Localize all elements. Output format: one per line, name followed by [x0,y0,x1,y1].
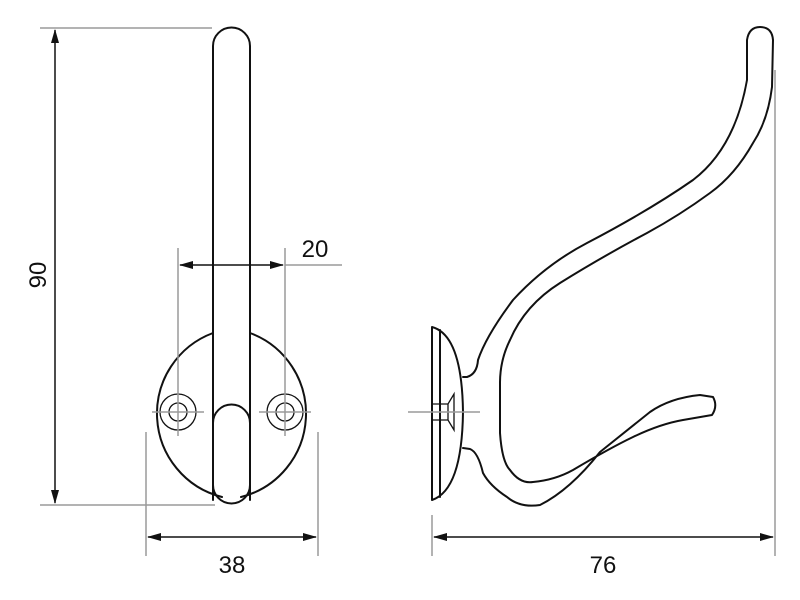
dimension-label-base-diameter: 38 [219,552,246,579]
dimension-hole-spacing: 20 [177,236,342,436]
dimension-height: 90 [25,27,215,506]
hook-shank [212,26,251,501]
side-view [408,26,774,507]
dimension-label-depth: 76 [590,552,617,579]
base-plate [155,332,308,498]
hook-profile [462,26,774,507]
dimension-base-diameter: 38 [145,432,319,579]
dimension-label-hole-spacing: 20 [302,236,329,263]
dimension-label-height: 90 [25,262,52,289]
dimension-depth: 76 [431,70,776,579]
lower-hook-tip [212,403,251,505]
